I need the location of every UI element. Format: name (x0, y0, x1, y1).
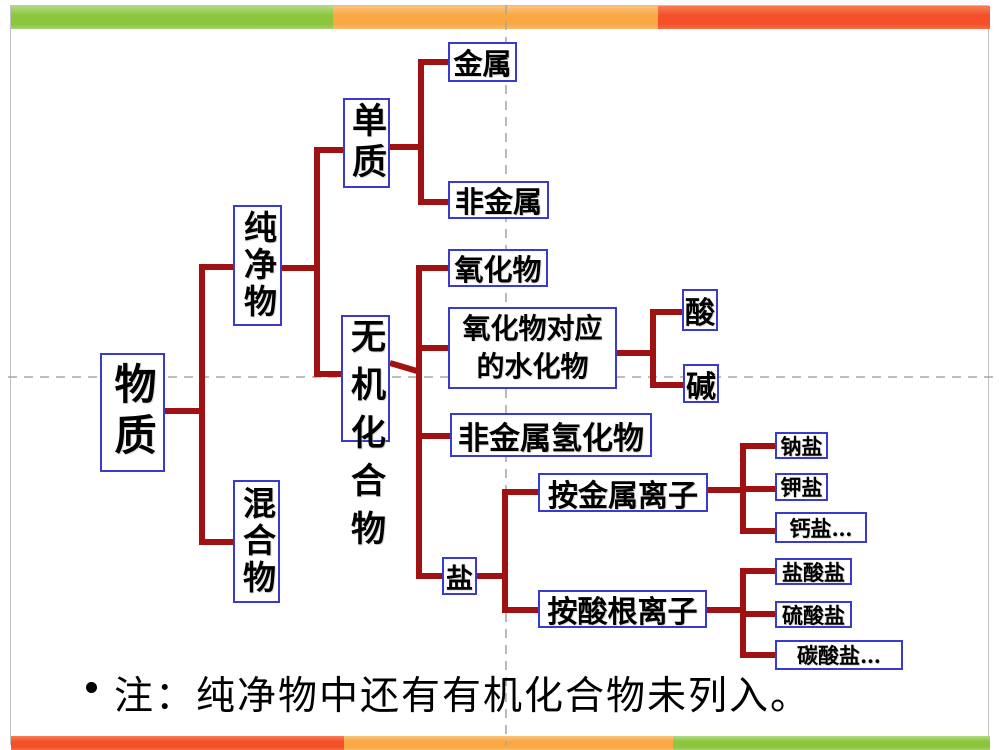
node-base: 碱 (683, 364, 719, 405)
node-mixture: 混合物 (233, 480, 280, 603)
node-pure-substance-label: 纯净物 (238, 210, 278, 321)
node-salt-label: 盐 (446, 563, 473, 595)
node-element: 单质 (343, 98, 390, 188)
node-oxide: 氧化物 (448, 249, 548, 287)
node-oxide-hydrate-line2: 的水化物 (476, 350, 589, 383)
top-bar-red (658, 6, 990, 29)
top-bar-green (11, 6, 333, 29)
node-inorganic-compound-box (341, 315, 390, 442)
node-nonmetal: 非金属 (448, 181, 549, 219)
node-inorganic-compound: 无机化合物 (341, 318, 390, 564)
node-sulfate-salt-label: 硫酸盐 (782, 602, 845, 628)
node-nonmetal-hydride-label: 非金属氢化物 (458, 420, 644, 457)
node-sodium-salt-label: 钠盐 (780, 433, 823, 459)
node-metal: 金属 (448, 42, 517, 82)
node-by-acid-radical-label: 按酸根离子 (547, 595, 698, 630)
node-mixture-label: 混合物 (237, 486, 277, 597)
top-bar-orange (333, 6, 658, 29)
node-pure-substance: 纯净物 (233, 205, 282, 326)
node-carbonate-salt-label: 碳酸盐… (797, 643, 881, 668)
node-metal-label: 金属 (453, 47, 512, 81)
node-acid-label: 酸 (685, 296, 715, 331)
node-matter-label: 物质 (108, 361, 157, 464)
node-element-label: 单质 (346, 102, 387, 184)
note-text: 注：纯净物中还有有机化合物未列入。 (114, 674, 812, 719)
bottom-bar-red (11, 736, 344, 750)
node-base-label: 碱 (686, 369, 716, 405)
node-chloride-salt-label: 盐酸盐 (782, 559, 845, 585)
node-oxide-hydrate: 氧化物对应 的水化物 (448, 307, 617, 389)
note-bullet-icon (86, 682, 97, 693)
bottom-bar-green (673, 736, 990, 750)
node-potassium-salt-label: 钾盐 (780, 475, 823, 500)
node-by-metal-ion-label: 按金属离子 (548, 478, 698, 514)
node-oxide-hydrate-line1: 氧化物对应 (462, 312, 603, 345)
node-nonmetal-label: 非金属 (454, 185, 542, 219)
node-chloride-salt: 盐酸盐 (775, 558, 852, 585)
node-calcium-salt: 钙盐… (775, 512, 867, 543)
node-inorganic-compound-label: 无机化合物 (345, 318, 386, 558)
node-nonmetal-hydride: 非金属氢化物 (450, 413, 652, 457)
bottom-bar-orange (344, 736, 673, 750)
node-matter: 物质 (100, 353, 165, 472)
node-sulfate-salt: 硫酸盐 (775, 601, 852, 628)
node-by-metal-ion: 按金属离子 (538, 473, 708, 514)
node-salt: 盐 (442, 557, 477, 595)
node-sodium-salt: 钠盐 (775, 432, 828, 459)
tree-branches (165, 59, 775, 658)
node-potassium-salt: 钾盐 (775, 473, 828, 501)
node-by-acid-radical: 按酸根离子 (538, 590, 707, 630)
node-carbonate-salt: 碳酸盐… (775, 640, 903, 670)
node-calcium-salt-label: 钙盐… (789, 515, 853, 541)
node-oxide-label: 氧化物 (454, 253, 542, 287)
node-acid: 酸 (682, 289, 718, 331)
